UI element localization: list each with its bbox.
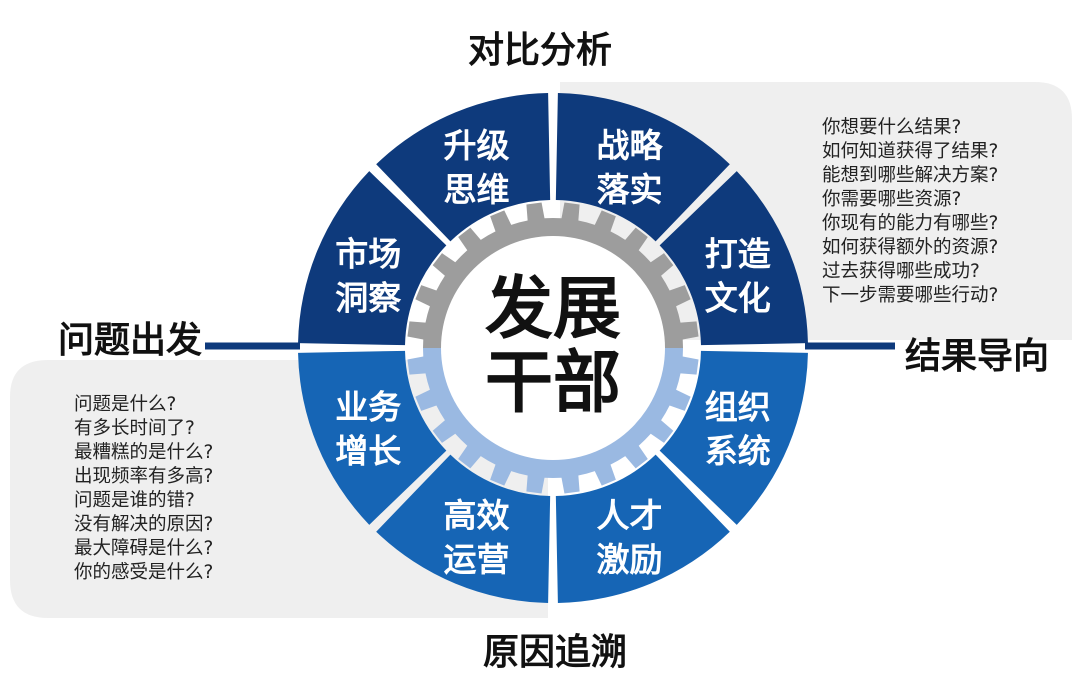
- question-item: 下一步需要哪些行动?: [822, 285, 998, 306]
- question-item: 你需要哪些资源?: [822, 189, 961, 210]
- segment-label-growth-line2: 增长: [335, 432, 401, 471]
- direction-label-top: 对比分析: [468, 30, 612, 71]
- question-item: 问题是谁的错?: [74, 490, 195, 511]
- segment-label-thinking-line2: 思维: [443, 170, 509, 209]
- segment-label-strategy-line2: 落实: [597, 170, 663, 209]
- question-item: 最大障碍是什么?: [74, 538, 213, 559]
- segment-org: [659, 350, 808, 525]
- left-question-list: 问题是什么? 有多长时间了? 最糟糕的是什么? 出现频率有多高? 问题是谁的错?…: [74, 394, 213, 583]
- segment-label-market-line1: 市场: [335, 234, 401, 273]
- question-item: 出现频率有多高?: [74, 466, 213, 487]
- question-item: 你现有的能力有哪些?: [822, 213, 998, 234]
- question-item: 问题是什么?: [74, 394, 176, 415]
- question-item: 如何获得额外的资源?: [822, 237, 998, 258]
- segment-label-org-line2: 系统: [705, 432, 771, 471]
- segment-label-ops-line2: 运营: [443, 540, 509, 579]
- question-item: 能想到哪些解决方案?: [822, 165, 998, 186]
- segment-label-growth-line1: 业务: [335, 388, 401, 427]
- center-label-line1: 发展: [485, 270, 621, 349]
- direction-label-right: 结果导向: [905, 336, 1049, 377]
- gear-ring: [407, 202, 699, 494]
- question-item: 你的感受是什么?: [74, 562, 213, 583]
- question-item: 最糟糕的是什么?: [74, 442, 213, 463]
- segment-label-culture-line2: 文化: [705, 278, 771, 317]
- gear-ring-top: [407, 202, 699, 348]
- question-item: 有多长时间了?: [74, 418, 195, 439]
- question-item: 过去获得哪些成功?: [822, 261, 980, 282]
- segment-growth: [298, 350, 447, 525]
- question-item: 如何知道获得了结果?: [822, 141, 998, 162]
- segment-culture: [659, 171, 808, 346]
- segment-label-strategy-line1: 战略: [597, 126, 664, 165]
- segment-talent: [555, 454, 730, 603]
- segment-label-talent-line1: 人才: [597, 496, 663, 535]
- center-label-line2: 干部: [485, 344, 621, 423]
- question-item: 没有解决的原因?: [74, 514, 213, 535]
- segment-label-ops-line1: 高效: [443, 496, 509, 535]
- center-disk: [441, 236, 665, 460]
- direction-label-left: 问题出发: [58, 320, 202, 361]
- segment-strategy: [555, 93, 730, 242]
- segment-label-talent-line2: 激励: [597, 540, 663, 579]
- question-item: 你想要什么结果?: [822, 117, 961, 138]
- segment-market: [298, 171, 447, 346]
- direction-label-bottom: 原因追溯: [483, 632, 627, 673]
- segment-label-thinking-line1: 升级: [443, 126, 509, 165]
- segment-label-market-line2: 洞察: [335, 278, 401, 317]
- segment-label-org-line1: 组织: [705, 388, 771, 427]
- segment-ops: [376, 454, 551, 603]
- gear-ring-bottom: [407, 348, 699, 494]
- segment-thinking: [376, 93, 551, 242]
- right-question-list: 你想要什么结果? 如何知道获得了结果? 能想到哪些解决方案? 你需要哪些资源? …: [822, 117, 998, 306]
- segment-label-culture-line1: 打造: [705, 234, 771, 273]
